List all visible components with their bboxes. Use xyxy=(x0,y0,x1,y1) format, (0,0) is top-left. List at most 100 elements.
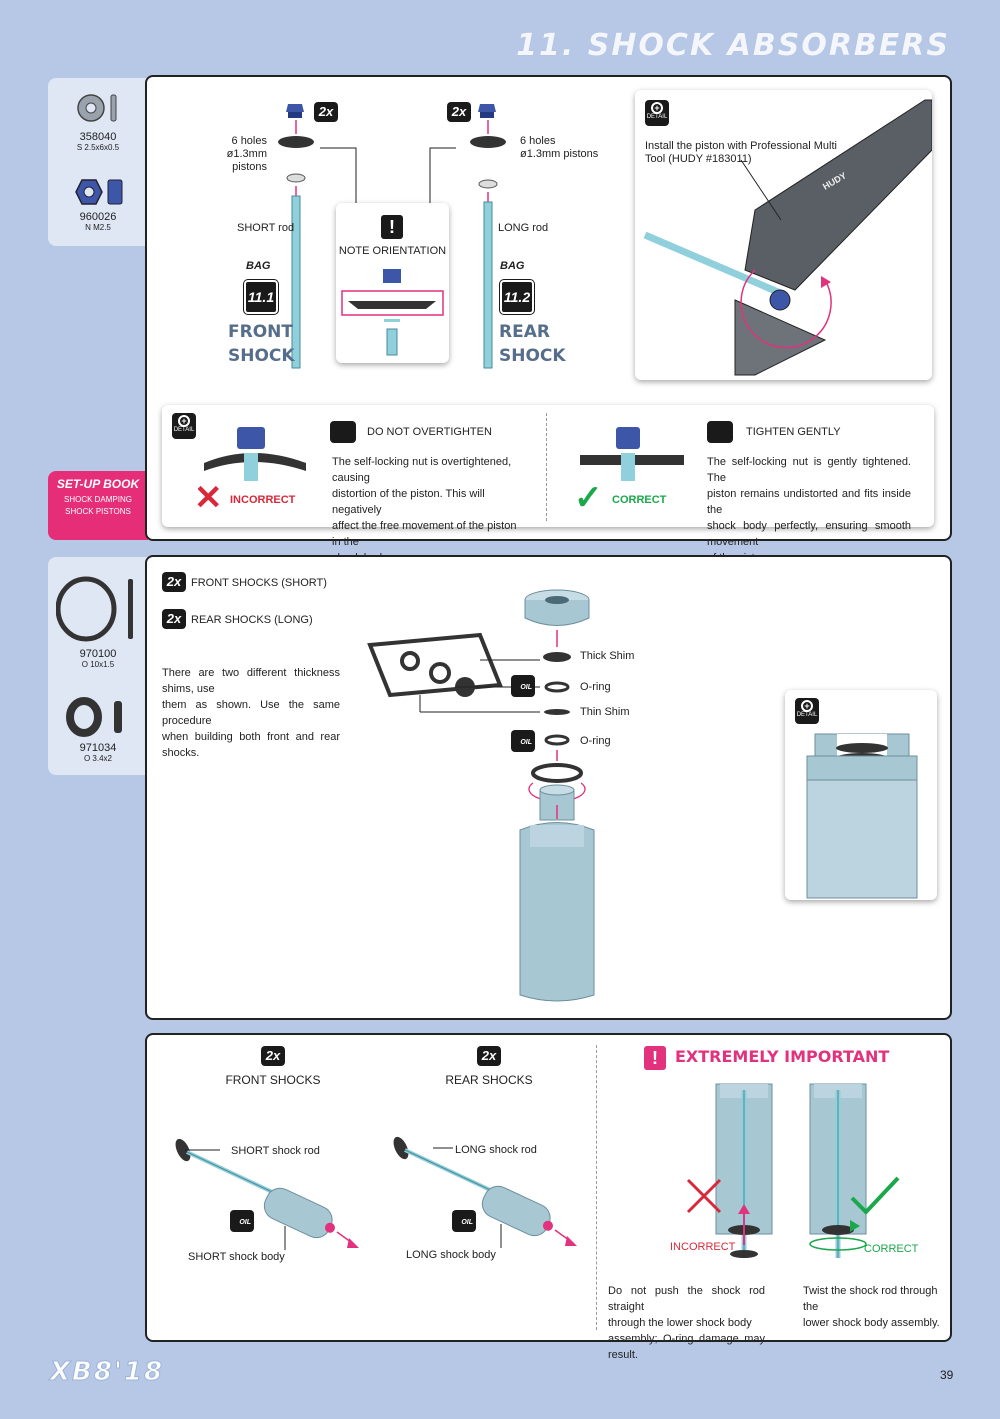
text-line: Twist the shock rod through the xyxy=(803,1285,938,1313)
holes-line2: ø1.3mm pistons xyxy=(520,148,599,160)
text-line: affect the free movement of the piston i… xyxy=(332,520,517,548)
quantity-badge: 2x xyxy=(162,572,186,592)
detail-label: DETAIL xyxy=(173,427,195,433)
text-line: The self-locking nut is overtightened, c… xyxy=(332,456,512,484)
gently-tightened-piston-illustration xyxy=(580,427,684,481)
incorrect-cross-icon: ✕ xyxy=(194,479,223,517)
part-358040: 358040 S 2.5x6x0.5 xyxy=(48,131,148,152)
part-desc: O 10x1.5 xyxy=(81,660,115,669)
rear-rod-label: LONG rod xyxy=(498,222,549,234)
part-code: 971034 xyxy=(79,742,117,754)
shock-body-exploded-illustration xyxy=(367,589,595,1002)
holes-line2: ø1.3mm pistons xyxy=(226,148,267,173)
detail-icon: +DETAIL xyxy=(172,413,196,439)
note-orientation-card: ! NOTE ORIENTATION xyxy=(336,203,449,363)
detail-icon: +DETAIL xyxy=(645,100,669,126)
part-971034: 971034 O 3.4x2 xyxy=(48,742,148,763)
oil-icon: OIL xyxy=(511,675,535,697)
front-shock-title: FRONT SHOCK xyxy=(228,320,295,368)
oring-seated-illustration xyxy=(806,733,918,899)
washer-icon xyxy=(77,94,117,122)
bag-label: BAG xyxy=(500,260,525,272)
incorrect-label: INCORRECT xyxy=(670,1241,736,1253)
shim-instructions: There are two different thickness shims,… xyxy=(162,665,340,761)
rear-shocks-label: REAR SHOCKS (LONG) xyxy=(191,614,313,626)
correct-label: CORRECT xyxy=(864,1243,919,1255)
holes-line1: 6 holes xyxy=(520,135,556,147)
rear-body-label: LONG shock body xyxy=(406,1249,496,1261)
rear-holes-note: 6 holes ø1.3mm pistons xyxy=(520,135,598,161)
wrench-icon xyxy=(330,421,356,443)
holes-line1: 6 holes xyxy=(231,135,267,147)
setup-book-title: SET-UP BOOK xyxy=(56,477,140,491)
note-orientation-label: NOTE ORIENTATION xyxy=(338,245,447,257)
overtighten-text: The self-locking nut is overtightened, c… xyxy=(332,454,517,566)
oring-large-icon xyxy=(56,576,133,642)
text-line: piston remains undistorted and fits insi… xyxy=(707,488,911,516)
thick-shim-callout: Thick Shim xyxy=(580,650,635,662)
quantity-badge: 2x xyxy=(162,609,186,629)
tighten-gently-heading: TIGHTEN GENTLY xyxy=(746,426,841,438)
quantity-badge: 2x xyxy=(477,1046,501,1066)
tighten-gently-text: The self-locking nut is gently tightened… xyxy=(707,454,911,566)
wrench-icon xyxy=(707,421,733,443)
thin-shim-callout: Thin Shim xyxy=(580,706,630,718)
oring-detail-card: +DETAIL xyxy=(785,690,937,900)
tool-instruction: Install the piston with Professional Mul… xyxy=(645,140,845,166)
text-line: when building both front and rear shocks… xyxy=(162,731,340,759)
part-code: 960026 xyxy=(79,211,117,223)
callout-lines xyxy=(320,147,456,205)
part-960026: 960026 N M2.5 xyxy=(48,211,148,232)
rear-shocks-title: REAR SHOCKS xyxy=(445,1073,533,1087)
text-line: Do not push the shock rod straight xyxy=(608,1285,765,1313)
oring-small-icon xyxy=(66,697,122,737)
front-rod-label: SHORT rod xyxy=(237,222,295,234)
detail-label: DETAIL xyxy=(646,114,668,120)
front-body-label: SHORT shock body xyxy=(188,1251,285,1263)
text-line: assembly; O-ring damage may result. xyxy=(608,1333,765,1361)
detail-icon: +DETAIL xyxy=(795,698,819,724)
setup-book-line2: SHOCK PISTONS xyxy=(65,507,131,516)
part-970100: 970100 O 10x1.5 xyxy=(48,648,148,669)
extremely-important-heading: EXTREMELY IMPORTANT xyxy=(675,1047,890,1066)
front-title-line1: FRONT xyxy=(228,322,293,342)
text-line: through the lower shock body xyxy=(608,1317,752,1329)
setup-book-badge: SET-UP BOOK SHOCK DAMPING SHOCK PISTONS xyxy=(48,471,148,540)
oring-callout: O-ring xyxy=(580,681,611,693)
front-piston-assembly-illustration xyxy=(278,104,314,369)
important-icon: ! xyxy=(644,1046,666,1070)
front-title-line2: SHOCK xyxy=(228,346,295,366)
xb8-logo: XB8'18 xyxy=(49,1357,165,1388)
rear-rod-insertion-illustration xyxy=(393,1136,577,1248)
part-code: 358040 xyxy=(79,131,117,143)
front-rod-label: SHORT shock rod xyxy=(231,1145,320,1157)
tightening-detail-card: +DETAIL ✕ INCORRECT DO NOT OVERTIGHTEN T… xyxy=(162,405,934,564)
oil-icon: OIL xyxy=(452,1210,476,1232)
piston-orientation-illustration xyxy=(341,269,444,356)
page-title: 11. SHOCK ABSORBERS xyxy=(516,28,950,63)
text-line: them as shown. Use the same procedure xyxy=(162,699,340,727)
oil-icon: OIL xyxy=(230,1210,254,1232)
incorrect-instructions: Do not push the shock rod straight throu… xyxy=(608,1283,765,1363)
rear-shock-title: REAR SHOCK xyxy=(499,320,566,368)
tool-line1: Install the piston with Professional Mul… xyxy=(645,140,837,152)
text-line: shock body perfectly, ensuring smooth mo… xyxy=(707,520,911,548)
part-desc: N M2.5 xyxy=(85,223,111,232)
bag-11-2-badge: 11.2 xyxy=(500,280,534,314)
rear-title-line2: SHOCK xyxy=(499,346,566,366)
quantity-badge: 2x xyxy=(447,102,471,122)
front-shocks-label: FRONT SHOCKS (SHORT) xyxy=(191,577,327,589)
nut-icon xyxy=(75,179,123,205)
text-line: The self-locking nut is gently tightened… xyxy=(707,456,911,484)
overtighten-heading: DO NOT OVERTIGHTEN xyxy=(367,426,492,438)
setup-book-line1: SHOCK DAMPING xyxy=(63,495,132,504)
correct-label: CORRECT xyxy=(612,494,667,506)
multi-tool-illustration: HUDY xyxy=(643,99,932,376)
divider xyxy=(546,413,547,521)
warning-icon: ! xyxy=(381,215,403,239)
divider xyxy=(596,1045,597,1330)
tool-line2: Tool (HUDY #183011) xyxy=(645,153,752,165)
part-code: 970100 xyxy=(79,648,117,660)
oring-callout: O-ring xyxy=(580,735,611,747)
rear-piston-assembly-illustration xyxy=(470,104,506,369)
